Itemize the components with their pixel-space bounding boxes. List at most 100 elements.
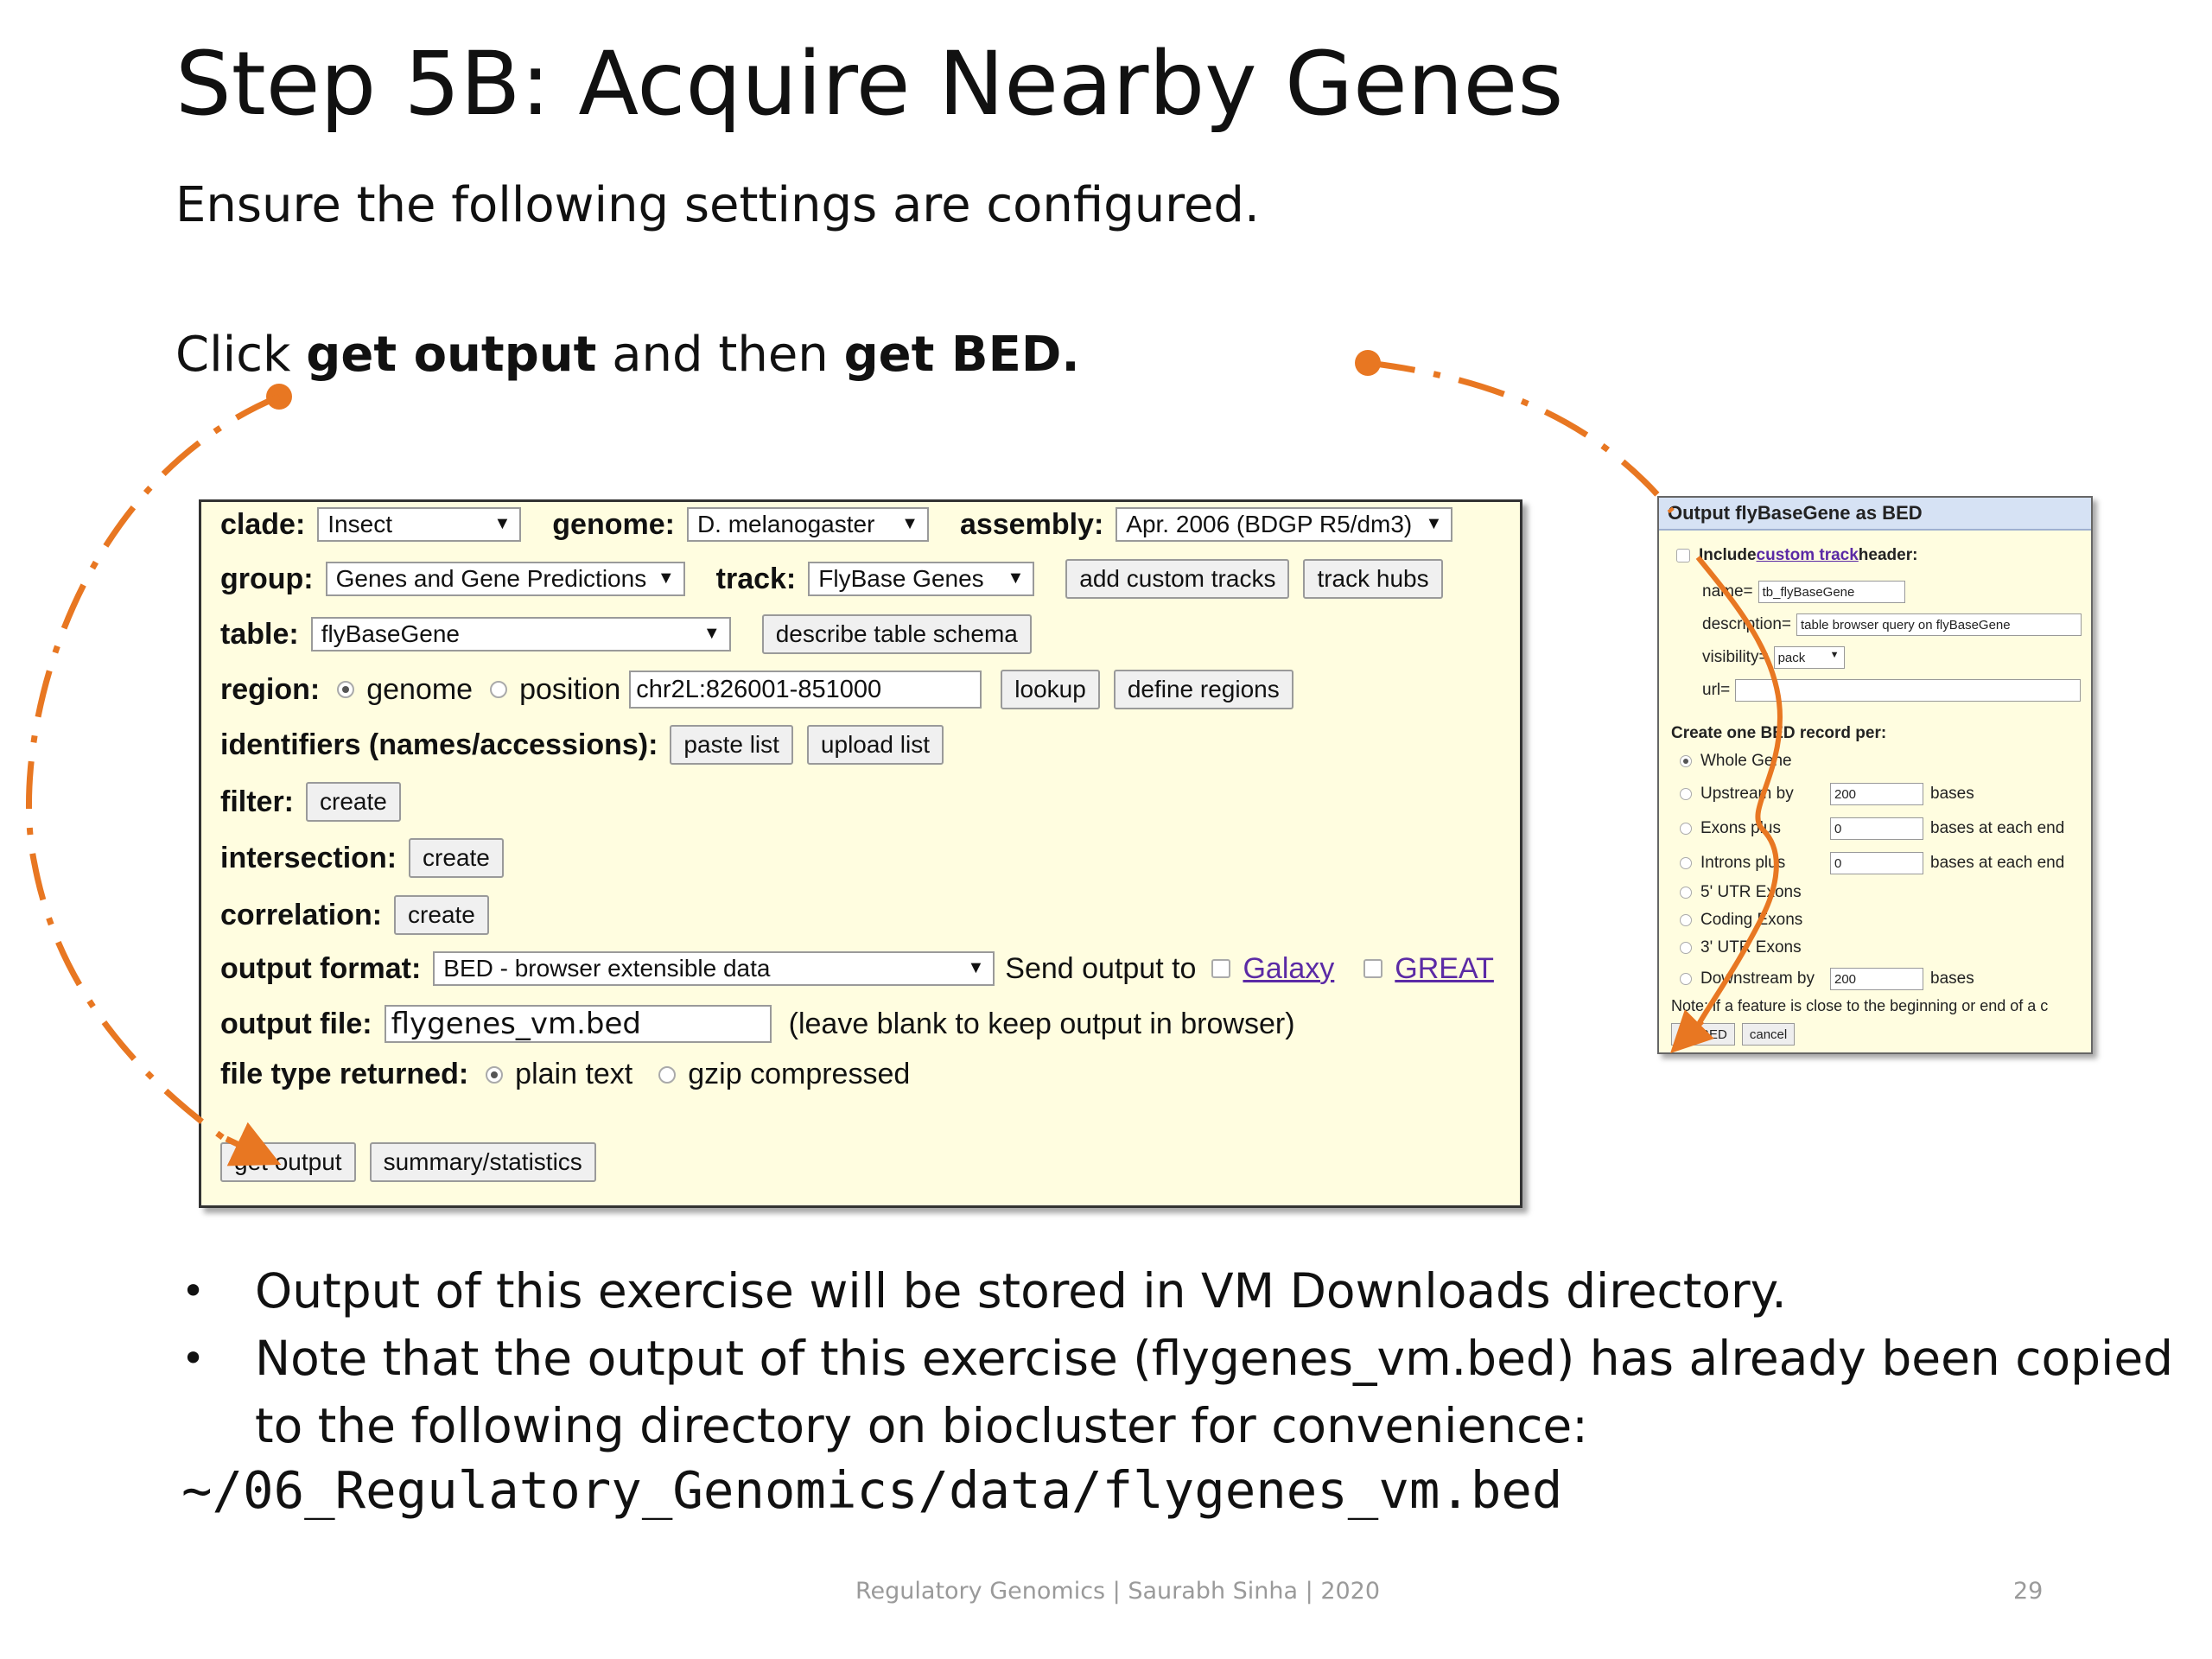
gzip-label: gzip compressed [688, 1058, 911, 1090]
upstream-radio[interactable] [1680, 788, 1692, 800]
arrow-head-get-output [225, 1122, 282, 1166]
upload-list-button[interactable]: upload list [806, 725, 944, 765]
upstream-input[interactable]: 200 [1830, 783, 1923, 805]
output-format-select[interactable]: BED - browser extensible data ▼ [433, 951, 995, 986]
custom-track-link[interactable]: custom track [1756, 546, 1859, 564]
url-row: url= [1702, 679, 2082, 702]
cancel-button[interactable]: cancel [1741, 1023, 1796, 1046]
coding-radio[interactable] [1680, 914, 1692, 926]
slide-title: Step 5B: Acquire Nearby Genes [175, 33, 1564, 136]
bullet-list: • Output of this exercise will be stored … [181, 1257, 2195, 1459]
track-select[interactable]: FlyBase Genes ▼ [808, 562, 1035, 596]
visibility-value: pack [1777, 650, 1806, 665]
table-select[interactable]: flyBaseGene▼ [310, 617, 731, 652]
great-checkbox[interactable] [1363, 959, 1383, 978]
bed-note: Note: if a feature is close to the begin… [1671, 997, 2049, 1014]
chevron-down-icon: ▼ [702, 624, 721, 643]
gzip-radio[interactable] [658, 1065, 677, 1084]
introns-input[interactable]: 0 [1830, 852, 1923, 874]
chevron-down-icon: ▼ [967, 958, 985, 977]
add-custom-tracks-button[interactable]: add custom tracks [1065, 559, 1290, 599]
correlation-create-button[interactable]: create [394, 895, 489, 935]
instruction-prefix: Click [175, 327, 307, 383]
coding-row: Coding Exons [1680, 911, 1802, 930]
slide-footer: Regulatory Genomics | Saurabh Sinha | 20… [855, 1578, 1381, 1605]
chevron-down-icon: ▼ [1007, 569, 1025, 588]
exons-input[interactable]: 0 [1830, 817, 1923, 840]
region-genome-label: genome [366, 672, 474, 706]
utr3-label: 3' UTR Exons [1700, 938, 1802, 957]
exons-bases: bases at each end [1930, 819, 2065, 837]
region-genome-radio[interactable] [337, 681, 355, 698]
filter-create-button[interactable]: create [306, 782, 401, 822]
url-input[interactable] [1735, 679, 2082, 702]
introns-radio[interactable] [1680, 857, 1692, 869]
downstream-input[interactable]: 200 [1830, 968, 1923, 990]
region-position-radio[interactable] [490, 681, 508, 698]
row-intersection: intersection: create [220, 838, 518, 878]
clade-label: clade: [220, 507, 306, 541]
galaxy-checkbox[interactable] [1211, 959, 1231, 978]
group-select[interactable]: Genes and Gene Predictions▼ [325, 562, 685, 596]
chevron-down-icon: ▼ [657, 569, 675, 588]
define-regions-button[interactable]: define regions [1113, 670, 1294, 709]
plain-text-radio[interactable] [486, 1065, 504, 1084]
arrow-head-get-bed [1670, 1009, 1714, 1053]
row-filter: filter: create [220, 782, 415, 822]
dashed-arc-left [25, 393, 281, 1141]
position-input[interactable]: chr2L:826001-851000 [629, 671, 982, 709]
genome-select[interactable]: D. melanogaster▼ [686, 507, 929, 542]
url-label: url= [1702, 681, 1731, 699]
lookup-button[interactable]: lookup [1001, 670, 1100, 709]
instruction-get-bed: get BED. [843, 327, 1080, 383]
visibility-label: visibility= [1702, 648, 1769, 666]
row-identifiers: identifiers (names/accessions): paste li… [220, 725, 957, 765]
bullet-text-1: Output of this exercise will be stored i… [255, 1263, 1787, 1319]
visibility-select[interactable]: pack▼ [1773, 646, 1845, 669]
galaxy-link[interactable]: Galaxy [1243, 951, 1335, 985]
upstream-bases: bases [1930, 785, 1974, 803]
track-value: FlyBase Genes [818, 565, 984, 592]
name-input[interactable]: tb_flyBaseGene [1758, 581, 1905, 603]
send-output-label: Send output to [1005, 951, 1197, 985]
assembly-value: Apr. 2006 (BDGP R5/dm3) [1126, 511, 1413, 537]
clade-select[interactable]: Insect▼ [317, 507, 522, 542]
upstream-label: Upstream by [1700, 785, 1794, 803]
output-format-label: output format: [220, 951, 422, 985]
solid-path-right [1693, 556, 1783, 1032]
whole-gene-radio[interactable] [1680, 755, 1692, 767]
utr5-radio[interactable] [1680, 887, 1692, 899]
group-label: group: [220, 562, 314, 595]
describe-table-schema-button[interactable]: describe table schema [761, 614, 1032, 654]
downstream-radio[interactable] [1680, 973, 1692, 985]
dashed-arc-right [1367, 359, 1675, 514]
track-label: track: [715, 562, 797, 595]
assembly-select[interactable]: Apr. 2006 (BDGP R5/dm3)▼ [1116, 507, 1453, 542]
identifiers-label: identifiers (names/accessions): [220, 728, 658, 761]
bullet-item: • Note that the output of this exercise (… [181, 1325, 2195, 1459]
bullet-icon: • [181, 1268, 206, 1314]
description-input[interactable]: table browser query on flyBaseGene [1796, 613, 2082, 636]
exons-radio[interactable] [1680, 823, 1692, 835]
intersection-create-button[interactable]: create [409, 838, 504, 878]
utr3-radio[interactable] [1680, 942, 1692, 954]
summary-statistics-button[interactable]: summary/statistics [369, 1142, 596, 1182]
plain-text-label: plain text [515, 1058, 633, 1090]
genome-label: genome: [552, 507, 675, 541]
paste-list-button[interactable]: paste list [670, 725, 793, 765]
output-format-value: BED - browser extensible data [443, 955, 771, 982]
bullet-icon: • [181, 1335, 206, 1382]
slide-subtitle: Ensure the following settings are config… [175, 177, 1260, 233]
include-header-checkbox[interactable] [1676, 549, 1690, 563]
row-correlation: correlation: create [220, 895, 503, 935]
output-file-input[interactable]: flygenes_vm.bed [384, 1005, 772, 1043]
correlation-label: correlation: [220, 898, 383, 931]
bullet-text-2: Note that the output of this exercise (f… [255, 1331, 2174, 1453]
arrow-to-get-output [25, 384, 292, 1166]
great-link[interactable]: GREAT [1395, 951, 1494, 985]
get-output-button[interactable]: get output [220, 1142, 356, 1182]
track-hubs-button[interactable]: track hubs [1303, 559, 1443, 599]
bullet-item: • Output of this exercise will be stored … [181, 1257, 2195, 1325]
chevron-down-icon: ▼ [493, 514, 512, 533]
